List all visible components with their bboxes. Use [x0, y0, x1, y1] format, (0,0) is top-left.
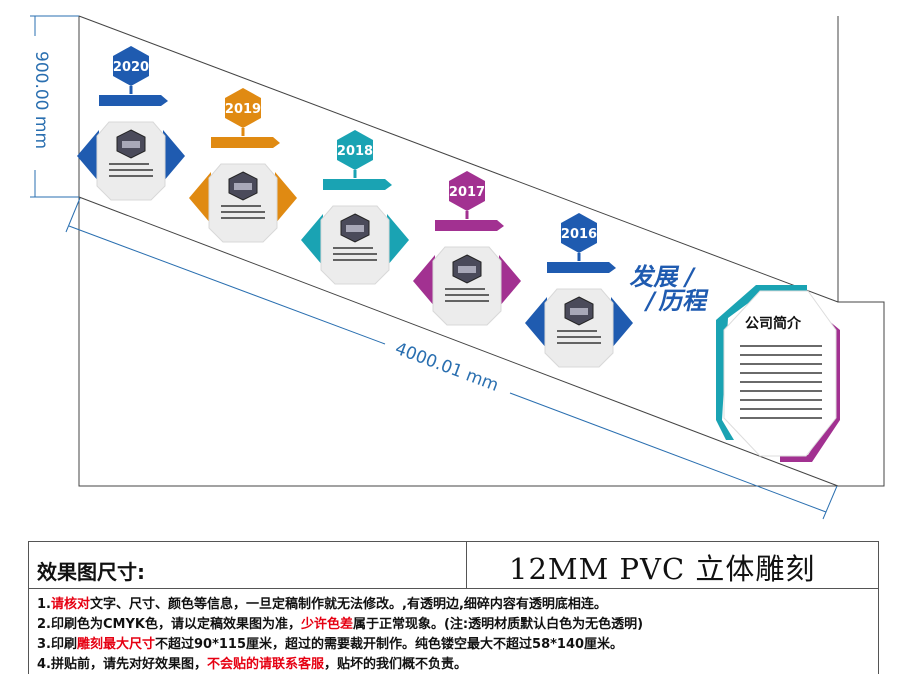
- card-tab-left: [301, 214, 323, 266]
- height-dimension: [30, 15, 79, 198]
- year-stem: [129, 86, 133, 94]
- title-line1: 发展: [627, 262, 683, 291]
- note-text: 不超过90*115厘米，超过的需要裁开制作。纯色镂空最大不超过58*140厘米。: [155, 637, 624, 652]
- card-tab-right: [387, 214, 409, 266]
- photo-detail: [234, 183, 252, 190]
- spec-note: 1.请核对文字、尺寸、颜色等信息，一旦定稿制作就无法修改。,有透明边,细碎内容有…: [37, 593, 607, 612]
- year-badge: [225, 88, 261, 128]
- note-highlight: 雕刻最大尺寸: [76, 637, 155, 652]
- photo-detail: [570, 308, 588, 315]
- milestone-2020: 2020: [77, 46, 185, 201]
- milestone-card: [320, 205, 390, 285]
- photo-detail: [122, 141, 140, 148]
- year-badge: [561, 213, 597, 253]
- note-text: 4.拼贴前，请先对好效果图，: [37, 657, 207, 672]
- height-dimension-label: 900.00 mm: [31, 51, 51, 149]
- card-tab-right: [163, 130, 185, 182]
- year-flag-arrow: [323, 179, 392, 190]
- year-flag-arrow: [435, 220, 504, 231]
- spec-note: 4.拼贴前，请先对好效果图，不会贴的请联系客服，贴坏的我们概不负责。: [37, 653, 467, 672]
- card-tab-right: [275, 172, 297, 224]
- year-label: 2020: [113, 60, 149, 75]
- year-badge: [449, 171, 485, 211]
- year-flag-arrow: [211, 137, 280, 148]
- milestone-2017: 2017: [413, 171, 521, 326]
- timeline-milestones: 2020 2019 2018 2017 2016: [77, 46, 633, 368]
- note-text: 3.印刷: [37, 637, 77, 652]
- year-label: 2019: [225, 102, 261, 117]
- year-stem: [241, 128, 245, 136]
- card-tab-left: [189, 172, 211, 224]
- milestone-card: [544, 288, 614, 368]
- note-text: ，贴坏的我们概不负责。: [324, 657, 468, 672]
- card-tab-left: [525, 297, 547, 349]
- photo-detail: [458, 266, 476, 273]
- photo-detail: [346, 225, 364, 232]
- card-tab-right: [499, 255, 521, 307]
- note-text: 文字、尺寸、颜色等信息，一旦定稿制作就无法修改。,有透明边,细碎内容有透明底相连…: [90, 597, 607, 612]
- intro-panel-lines: [740, 345, 822, 419]
- milestone-card: [96, 121, 166, 201]
- spec-divider-horizontal: [29, 588, 878, 589]
- width-dimension-label: 4000.01 mm: [392, 339, 501, 396]
- card-tab-right: [611, 297, 633, 349]
- year-label: 2017: [449, 185, 485, 200]
- year-badge: [337, 130, 373, 170]
- frame-outline: [78, 15, 885, 487]
- year-stem: [353, 170, 357, 178]
- spec-material: 12MM PVC 立体雕刻: [509, 552, 816, 586]
- note-text: 属于正常现象。(注:透明材质默认白色为无色透明): [352, 617, 644, 632]
- design-canvas: 900.00 mm 4000.01 mm 2020 2019 2018 2017 201…: [30, 15, 885, 520]
- year-flag-arrow: [99, 95, 168, 106]
- card-tab-left: [413, 255, 435, 307]
- card-tab-left: [77, 130, 99, 182]
- year-flag-arrow: [547, 262, 616, 273]
- year-badge: [113, 46, 149, 86]
- note-highlight: 请核对: [50, 597, 90, 612]
- note-text: 2.印刷色为CMYK色，请以定稿效果图为准，: [37, 617, 301, 632]
- intro-panel-title: 公司简介: [745, 315, 802, 332]
- title-line2: 历程: [657, 286, 711, 315]
- spec-divider: [466, 542, 467, 588]
- year-label: 2016: [561, 227, 597, 242]
- spec-label: 效果图尺寸:: [37, 560, 145, 584]
- timeline-title: 发展 / / 历程: [627, 262, 711, 315]
- year-stem: [465, 211, 469, 219]
- spec-table: 效果图尺寸: 12MM PVC 立体雕刻 1.请核对文字、尺寸、颜色等信息，一旦…: [28, 541, 879, 674]
- note-highlight: 不会贴的请联系客服: [206, 657, 324, 672]
- spec-note: 2.印刷色为CMYK色，请以定稿效果图为准，少许色差属于正常现象。(注:透明材质…: [37, 613, 643, 632]
- milestone-card: [432, 246, 502, 326]
- note-highlight: 少许色差: [300, 617, 353, 632]
- milestone-2018: 2018: [301, 130, 409, 285]
- milestone-card: [208, 163, 278, 243]
- spec-note: 3.印刷雕刻最大尺寸不超过90*115厘米，超过的需要裁开制作。纯色镂空最大不超…: [37, 633, 623, 652]
- note-text: 1.: [37, 597, 51, 612]
- milestone-2019: 2019: [189, 88, 297, 243]
- width-dimension: [65, 197, 838, 520]
- year-label: 2018: [337, 144, 373, 159]
- intro-panel: 公司简介: [716, 285, 840, 462]
- milestone-2016: 2016: [525, 213, 633, 368]
- year-stem: [577, 253, 581, 261]
